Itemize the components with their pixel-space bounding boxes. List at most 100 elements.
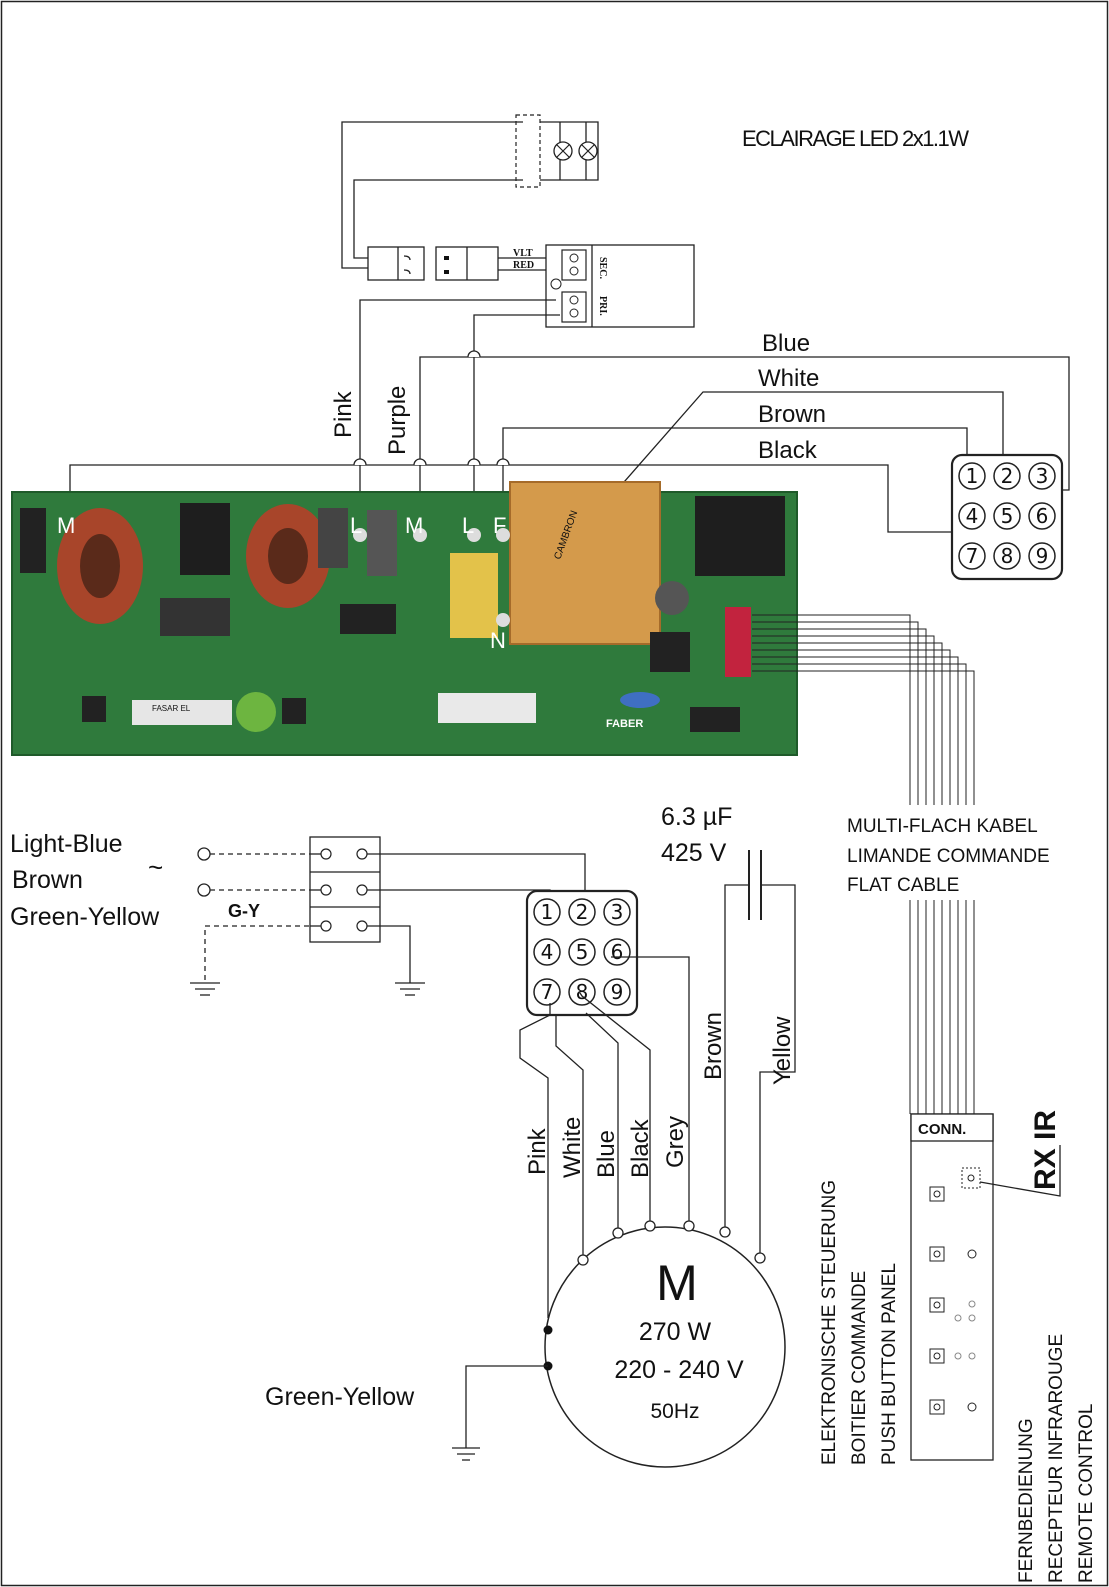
ground-icon — [452, 1447, 480, 1461]
wire-label-purple: Purple — [384, 386, 411, 455]
connector-pin-label: 6 — [611, 940, 624, 964]
panel-line2: BOITIER COMMANDE — [849, 1271, 870, 1465]
terminal-m2 — [413, 528, 427, 542]
rx-ir-label: RX IR — [1029, 1110, 1062, 1190]
terminal-label-m2: M — [405, 513, 423, 538]
wire-label-black: Black — [758, 437, 818, 464]
flat-cable-wire — [752, 656, 959, 1114]
motor-wire-pink: Pink — [524, 1127, 551, 1175]
terminal-l1 — [353, 528, 367, 542]
connector-pin — [603, 978, 631, 1006]
led-title: ECLAIRAGE LED 2x1.1W — [742, 126, 969, 151]
connector-pin — [993, 502, 1021, 530]
motor-wiring: Pink White Blue Black Grey Brown Yellow — [519, 956, 796, 1318]
capacitor-yellow — [450, 553, 498, 638]
motor-wire-white: White — [559, 1117, 586, 1178]
board-connector — [20, 508, 46, 573]
wire-label-brown: Brown — [758, 401, 826, 428]
motor-ground-label: Green-Yellow — [265, 1383, 415, 1411]
connector-pin — [1028, 462, 1056, 490]
capacitor-voltage: 425 V — [661, 839, 727, 867]
mains-input: Light-Blue Brown Green-Yellow ~ G-Y — [10, 830, 586, 996]
flat-cable-wire — [752, 628, 927, 1114]
motor-wire-black: Black — [627, 1118, 654, 1178]
capacitor-capacitance: 6.3 µF — [661, 803, 732, 831]
connector-pin-label: 9 — [611, 980, 624, 1004]
wire-label-pink: Pink — [330, 390, 357, 438]
connector-pin — [603, 898, 631, 926]
connector-pin-label: 8 — [1001, 544, 1014, 568]
connector-pin — [568, 978, 596, 1006]
flat-cable-line1: MULTI-FLACH KABEL — [847, 816, 1038, 837]
board-model: FASAR EL — [152, 704, 191, 713]
led-lighting-circuit: ECLAIRAGE LED 2x1.1W VLT RED SEC. PRI. — [341, 114, 971, 328]
flat-cable-wire — [752, 621, 919, 1114]
top-wiring: Blue White Brown Black Pink Purple — [69, 299, 1070, 621]
connector-pin — [993, 542, 1021, 570]
coil-icon — [57, 508, 143, 624]
connector-pin-label: 4 — [541, 940, 554, 964]
connector-pin-label: 2 — [1001, 464, 1014, 488]
connector-pin-label: 3 — [611, 900, 624, 924]
connector-pin — [958, 542, 986, 570]
connector-pin — [568, 898, 596, 926]
ac-tilde: ~ — [148, 852, 163, 882]
led-lamp-icon — [578, 141, 598, 161]
control-board: CAMBRON FASAR EL FABER M L M L F N — [11, 481, 798, 756]
led-connector — [515, 114, 541, 188]
motor-frequency: 50Hz — [650, 1400, 699, 1423]
connector-pin-label: 4 — [966, 504, 979, 528]
connector-pin-label: 9 — [1036, 544, 1049, 568]
led-lamp-icon — [553, 141, 573, 161]
choke-component — [180, 503, 230, 575]
connector-pin — [533, 898, 561, 926]
connector-pin — [533, 938, 561, 966]
flat-cable-socket — [725, 607, 751, 677]
motor-voltage: 220 - 240 V — [614, 1356, 744, 1384]
flat-cable-line3: FLAT CABLE — [847, 875, 959, 896]
connector-pin-label: 5 — [1001, 504, 1014, 528]
gy-label: G-Y — [228, 901, 260, 921]
connector-pin-label: 7 — [541, 980, 554, 1004]
connector-pin — [568, 938, 596, 966]
flat-cable-wire — [752, 649, 951, 1114]
board-brand: FABER — [606, 718, 643, 730]
connector-pin-label: 8 — [576, 980, 589, 1004]
mains-label-green-yellow: Green-Yellow — [10, 903, 160, 931]
flat-cable-line2: LIMANDE COMMANDE — [847, 846, 1050, 867]
connector-pin — [533, 978, 561, 1006]
panel-line3: PUSH BUTTON PANEL — [879, 1263, 900, 1465]
connector-pin-label: 3 — [1036, 464, 1049, 488]
connector-pin-label: 6 — [1036, 504, 1049, 528]
terminal-l2 — [467, 528, 481, 542]
connector-pin-label: 1 — [541, 900, 554, 924]
motor-power: 270 W — [639, 1318, 712, 1346]
connector-pin — [1028, 542, 1056, 570]
ir-receiver-icon — [961, 1167, 981, 1189]
board-transformer — [509, 481, 661, 645]
ground-icon — [190, 982, 220, 996]
flat-cable-wire — [752, 635, 935, 1114]
ground-icon — [395, 982, 425, 996]
led-plug-female — [367, 246, 425, 281]
remote-line2: RECEPTEUR INFRAROUGE — [1046, 1334, 1067, 1583]
motor-wire-yellow: Yellow — [769, 1016, 796, 1085]
remote-line3: REMOTE CONTROL — [1076, 1404, 1097, 1583]
motor-body — [544, 1226, 786, 1468]
connector-pin-label: 7 — [966, 544, 979, 568]
motor-wire-grey: Grey — [662, 1116, 689, 1168]
terminal-label-f: F — [493, 513, 506, 538]
connector-pin — [603, 938, 631, 966]
flat-cable-wire — [752, 642, 943, 1114]
connector-pin-label: 5 — [576, 940, 589, 964]
connector-pin — [958, 502, 986, 530]
wire-crossings — [353, 350, 510, 466]
flat-cable-wire — [752, 670, 975, 1114]
flat-cable-wire — [752, 663, 967, 1114]
mains-label-brown: Brown — [12, 866, 83, 894]
push-button-panel: CONN. RX IR ELEKTRONISCHE STEUERUNG BOIT… — [819, 1110, 1097, 1583]
terminal-label-l2: L — [462, 513, 474, 538]
